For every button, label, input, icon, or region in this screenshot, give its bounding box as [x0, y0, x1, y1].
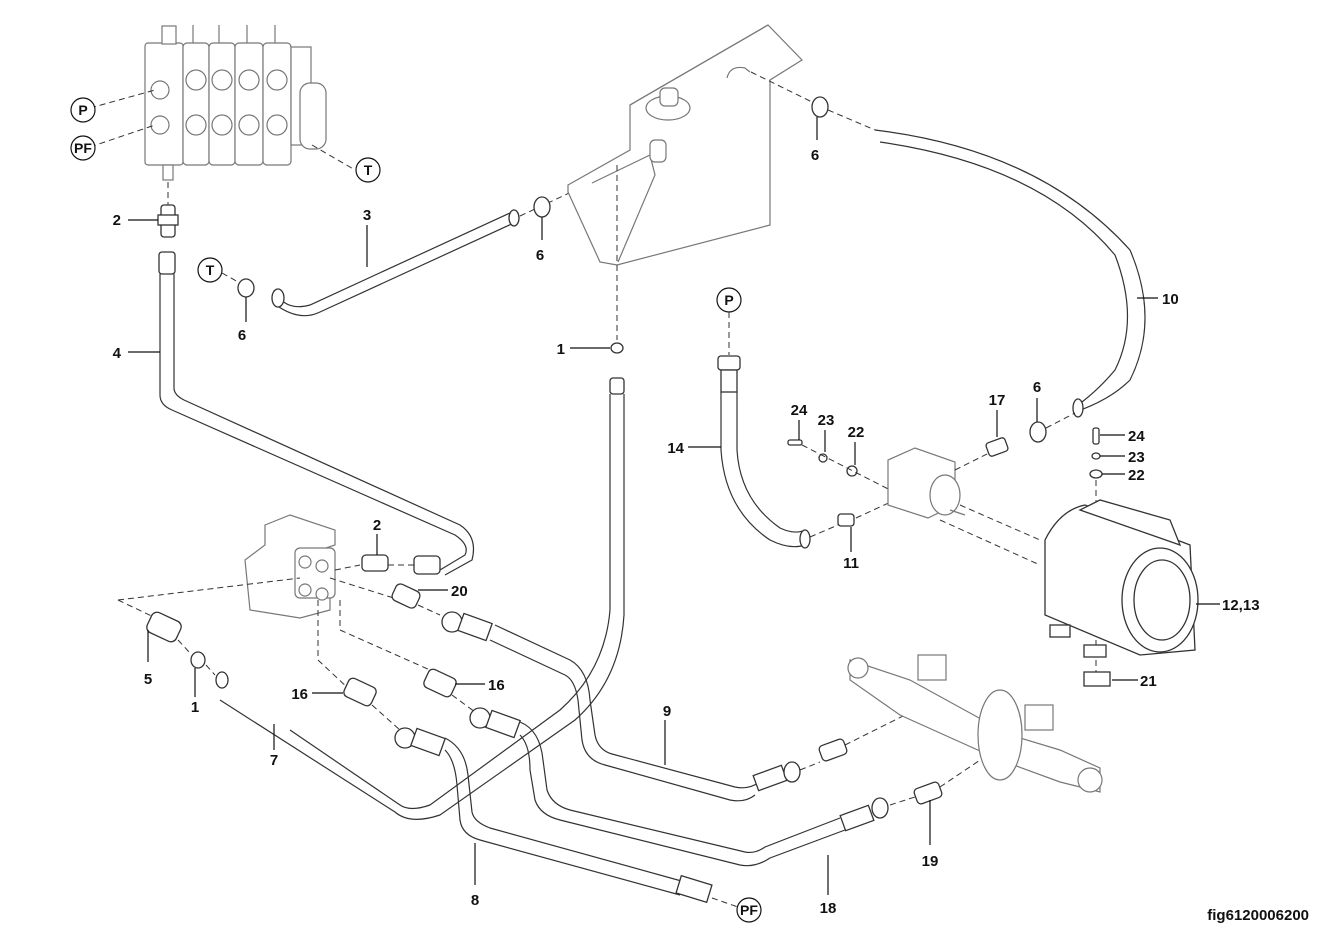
fitting-11 [837, 513, 855, 527]
port-marker-p-hose: P [716, 287, 742, 313]
callout-label: 5 [144, 671, 152, 688]
hose-4-end-fitting [413, 555, 441, 575]
clamp-1-tank [610, 342, 624, 354]
clamp-6-tank-right [811, 96, 829, 118]
washer-23-right [1091, 452, 1101, 460]
bolt-24-left [787, 439, 803, 446]
clamp-6-tank-left [533, 196, 551, 218]
callout-label: PF [740, 902, 758, 918]
callout-label: 21 [1140, 673, 1157, 690]
callout-label: 2 [113, 212, 121, 229]
callout-label: 9 [663, 703, 671, 720]
callout-label: 8 [471, 892, 479, 909]
callout-label: 17 [989, 392, 1006, 409]
callout-label: 11 [843, 555, 859, 572]
fitting-2-steer [361, 554, 389, 572]
callout-label: 6 [536, 247, 544, 264]
callout-label: T [206, 262, 215, 278]
callout-label: 10 [1162, 291, 1179, 308]
pad-21 [1083, 671, 1111, 687]
port-marker-t-valve: T [355, 157, 381, 183]
hose-10 [874, 129, 1146, 418]
port-marker-t-hose: T [197, 257, 223, 283]
callout-label: 16 [291, 686, 308, 703]
callout-label: 14 [667, 440, 684, 457]
washer-23-left [818, 453, 828, 463]
callout-label: 4 [113, 345, 122, 362]
port-marker-pf-valve: PF [70, 135, 96, 161]
callout-label: 12,13 [1222, 597, 1260, 614]
callout-label: 18 [820, 900, 837, 917]
callout-label: PF [74, 140, 92, 156]
callout-label: P [724, 292, 733, 308]
callout-label: 22 [1128, 467, 1145, 484]
hose-9 [441, 611, 801, 802]
hose-return-vertical [219, 377, 625, 820]
fitting-17 [985, 437, 1009, 457]
gear-pump [887, 447, 966, 519]
hose-3 [271, 209, 520, 317]
callout-label: P [78, 102, 87, 118]
callout-label: 6 [238, 327, 246, 344]
clamp-1-steer [190, 651, 206, 669]
steering-cylinder [847, 654, 1103, 793]
elbow-5 [146, 611, 182, 643]
steering-unit [244, 514, 336, 619]
callout-label: 19 [922, 853, 939, 870]
callout-label: 1 [191, 699, 199, 716]
callout-label: 24 [1128, 428, 1145, 445]
elbow-20 [391, 583, 421, 609]
electric-motor [1044, 499, 1199, 658]
callout-label: 3 [363, 207, 371, 224]
callout-label: 22 [848, 424, 865, 441]
callout-label: 23 [1128, 449, 1145, 466]
fitting-2-top [157, 204, 179, 238]
hose-18 [469, 707, 889, 867]
hydraulic-tank [567, 24, 803, 266]
hose-7 [215, 671, 229, 689]
bolt-24-right [1092, 427, 1100, 445]
port-marker-p-valve: P [70, 97, 96, 123]
hose-8 [394, 727, 713, 904]
callout-label: 6 [1033, 379, 1041, 396]
callout-label: 24 [791, 402, 808, 419]
callout-label: 7 [270, 752, 278, 769]
clamp-6-hose3 [237, 278, 255, 298]
callout-label: T [364, 162, 373, 178]
washer-22-left [846, 465, 858, 477]
callout-label: 20 [451, 583, 468, 600]
washer-22-right [1089, 469, 1103, 479]
callout-label: 23 [818, 412, 835, 429]
control-valve-block [144, 25, 327, 181]
callout-label: 6 [811, 147, 819, 164]
port-marker-pf-hose: PF [736, 897, 762, 923]
hose-14 [717, 355, 811, 549]
fitting-19 [913, 781, 943, 805]
elbow-16-left [343, 677, 377, 707]
figure-id-label: fig6120006200 [1207, 907, 1309, 924]
callout-label: 2 [373, 517, 381, 534]
callout-label: 16 [488, 677, 505, 694]
clamp-6-pump [1029, 421, 1047, 443]
fitting-cyl-1 [818, 738, 848, 762]
hose-4 [158, 251, 475, 576]
callout-label: 1 [557, 341, 565, 358]
elbow-16-right [423, 668, 457, 698]
